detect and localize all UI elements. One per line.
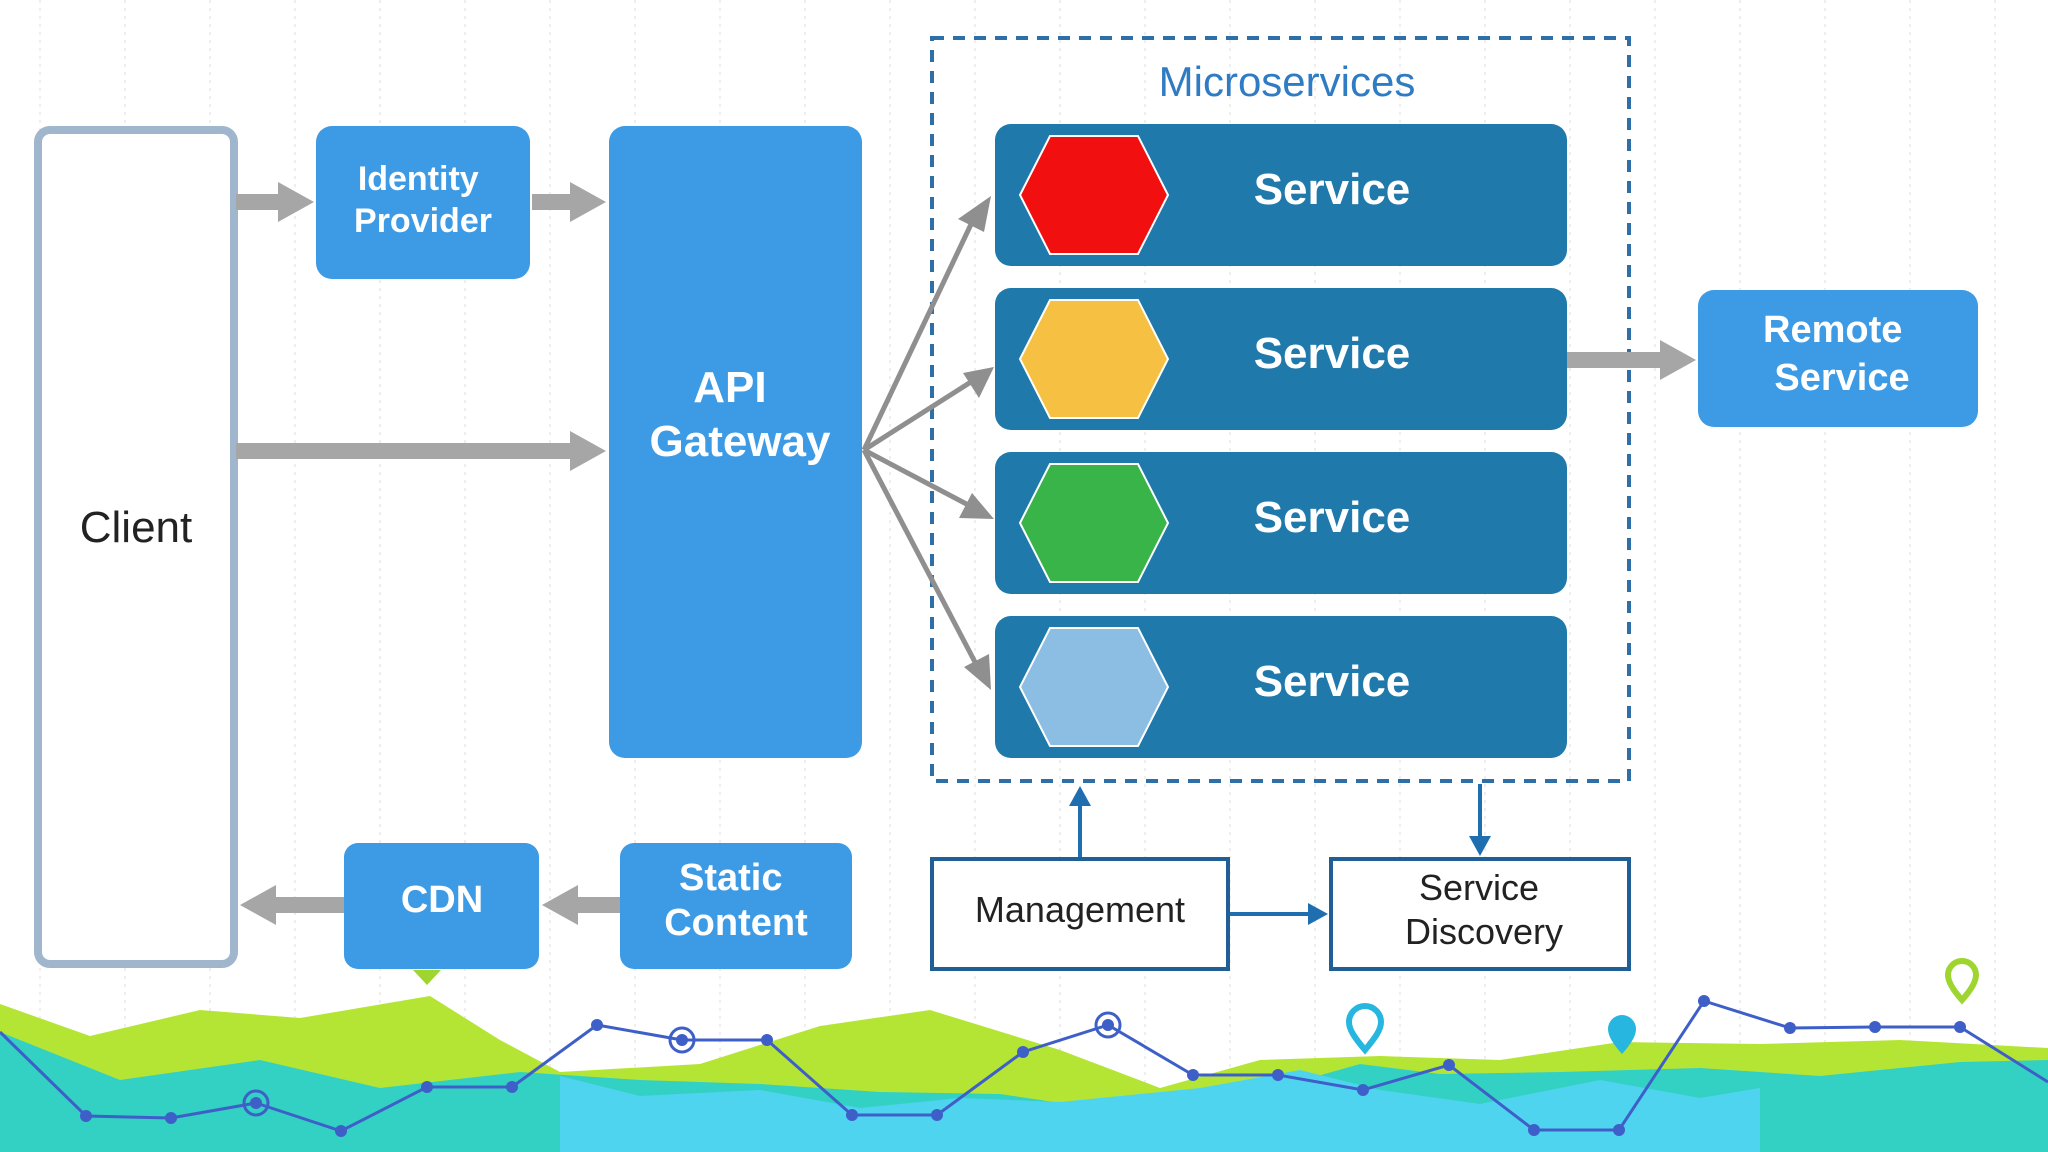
arrow-management-to-microservices (1069, 786, 1091, 857)
line-graph-point (421, 1081, 433, 1093)
location-pin-icon (1608, 1015, 1636, 1054)
arrow-identity-to-gateway (532, 182, 606, 222)
remote-service-line-1: Remote (1763, 309, 1902, 351)
identity-provider-box (316, 126, 530, 279)
microservices-title: Microservices (1159, 58, 1416, 105)
api-gateway-label: API Gateway (650, 363, 832, 466)
green-hexagon-icon (1018, 463, 1170, 583)
management-label: Management (975, 889, 1185, 930)
line-graph-points (80, 995, 1966, 1137)
arrow-gateway-to-service-1 (861, 196, 991, 452)
service-discovery-line-1: Service (1419, 867, 1539, 908)
service-label: Service (1254, 657, 1411, 706)
service-discovery-line-2: Discovery (1405, 911, 1563, 952)
service-label: Service (1254, 329, 1411, 378)
ring-marker-icon (668, 1026, 696, 1054)
decorative-footer (0, 958, 2048, 1152)
api-gateway-line-1: API (693, 363, 766, 412)
line-graph-point (1017, 1046, 1029, 1058)
ring-marker-icon (242, 1089, 270, 1117)
line-graph-point (1443, 1059, 1455, 1071)
line-graph-point (1784, 1022, 1796, 1034)
line-graph-point (250, 1097, 262, 1109)
line-graph-point (165, 1112, 177, 1124)
line-graph-point (1272, 1069, 1284, 1081)
line-graph-point (1613, 1124, 1625, 1136)
line-graph-point (931, 1109, 943, 1121)
identity-provider-label: Identity Provider (354, 160, 492, 240)
line-graph-point (1102, 1019, 1114, 1031)
arrow-service-to-remote (1567, 340, 1696, 380)
arrow-gateway-to-service-2 (862, 367, 994, 453)
static-content-line-2: Content (664, 902, 808, 944)
line-graph-point (1187, 1069, 1199, 1081)
service-label: Service (1254, 165, 1411, 214)
service-row-3: Service (995, 452, 1567, 594)
identity-provider-line-2: Provider (354, 202, 492, 240)
line-graph-point (1698, 995, 1710, 1007)
line-graph-point (846, 1109, 858, 1121)
service-row-4: Service (995, 616, 1567, 758)
cyan-mountains (560, 1070, 1760, 1152)
arrow-cdn-to-client (240, 885, 344, 925)
yellow-hexagon-icon (1018, 299, 1170, 419)
client-label: Client (80, 503, 193, 552)
remote-service-box (1698, 290, 1978, 427)
location-pin-icon (1345, 1003, 1385, 1055)
static-content-line-1: Static (679, 857, 782, 899)
management-box (930, 857, 1230, 971)
static-content-label: Static Content (664, 857, 808, 944)
location-pin-icon (1944, 958, 1980, 1005)
line-graph-point (1528, 1124, 1540, 1136)
service-discovery-box (1329, 857, 1631, 971)
light-blue-hexagon-icon (1018, 627, 1170, 747)
line-graph-point (1869, 1021, 1881, 1033)
cdn-box (344, 843, 539, 969)
static-content-box (620, 843, 852, 969)
service-row-1: Service (995, 124, 1567, 266)
remote-service-label: Remote Service (1763, 309, 1913, 399)
cdn-label: CDN (401, 879, 483, 921)
red-hexagon-icon (1018, 135, 1170, 255)
arrow-gateway-to-service-3 (862, 447, 994, 519)
service-discovery-label: Service Discovery (1405, 867, 1563, 952)
line-graph-point (335, 1125, 347, 1137)
api-gateway-box (609, 126, 862, 758)
line-graph-point (1954, 1021, 1966, 1033)
service-label: Service (1254, 493, 1411, 542)
line-graph-point (591, 1019, 603, 1031)
line-graph-point (676, 1034, 688, 1046)
arrow-client-to-identity (236, 182, 314, 222)
remote-service-line-2: Service (1774, 357, 1909, 399)
api-gateway-line-2: Gateway (650, 417, 832, 466)
line-graph-point (80, 1110, 92, 1122)
arrow-static-to-cdn (542, 885, 620, 925)
service-row-2: Service (995, 288, 1567, 430)
ring-marker-icon (1094, 1011, 1122, 1039)
pin-tip-icon (413, 970, 441, 985)
arrow-gateway-to-service-4 (861, 448, 991, 690)
line-graph-point (761, 1034, 773, 1046)
arrow-client-to-gateway (236, 431, 606, 471)
identity-provider-line-1: Identity (358, 160, 479, 198)
arrow-microservices-to-discovery (1469, 784, 1491, 856)
line-graph-point (506, 1081, 518, 1093)
arrow-management-to-discovery (1230, 903, 1328, 925)
client-box (34, 126, 238, 968)
line-graph-point (1357, 1084, 1369, 1096)
